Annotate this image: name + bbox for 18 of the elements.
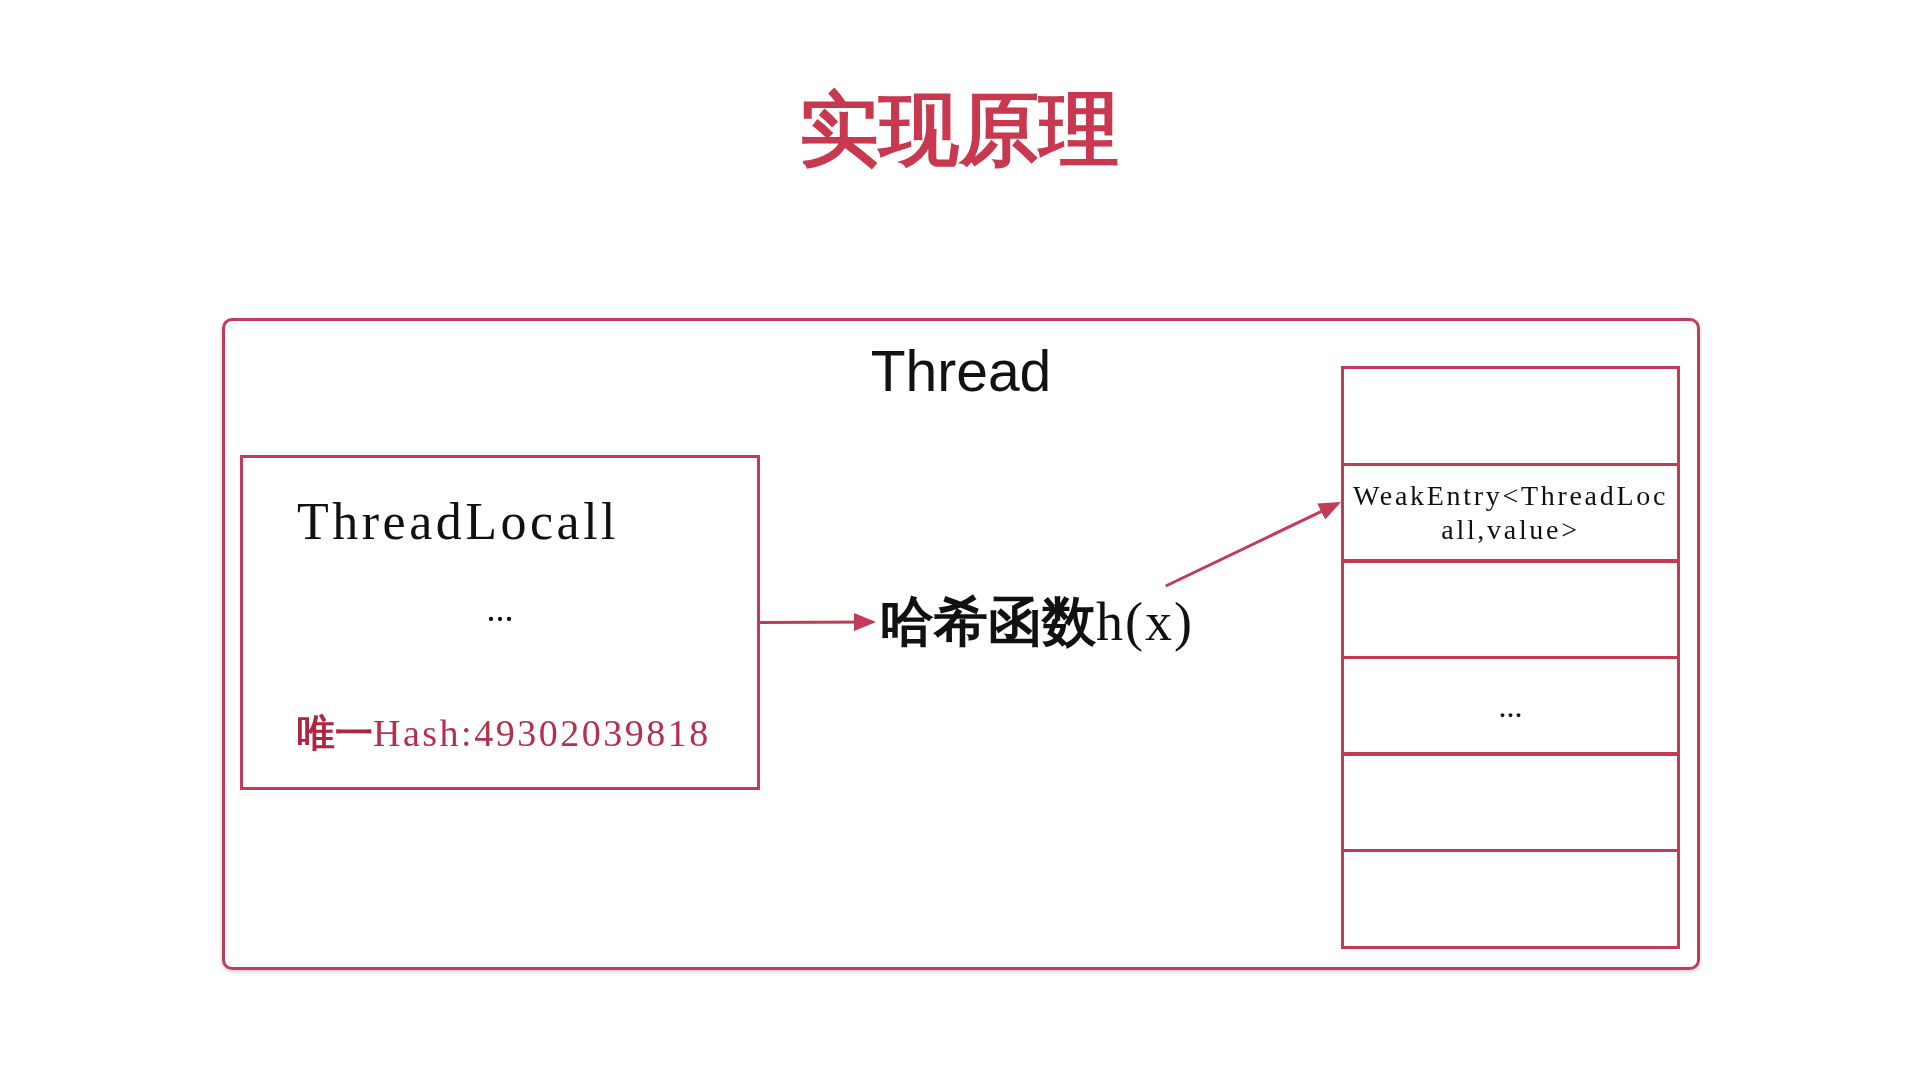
table-row [1341,752,1680,852]
hash-function-label: 哈希函数h(x) [876,586,1198,658]
arrow [1165,502,1341,588]
table-row [1341,366,1680,466]
table-row [1341,656,1680,756]
page-title: 实现原理 [799,84,1119,176]
container-title: Thread [870,338,1052,404]
box-title: ThreadLocall [297,492,620,551]
table-row [1341,849,1680,949]
hash-value-text: 唯一Hash:49302039818 [297,711,711,755]
ellipsis-text: ... [486,588,514,630]
threadlocal-box [240,455,760,790]
table-row [1341,559,1680,659]
table-row [1341,463,1680,563]
ellipsis-text: ... [1498,687,1523,725]
entry-text: WeakEntry<ThreadLocall,value> [1351,479,1670,547]
thread-container-box [222,318,1700,970]
arrow [760,613,876,632]
